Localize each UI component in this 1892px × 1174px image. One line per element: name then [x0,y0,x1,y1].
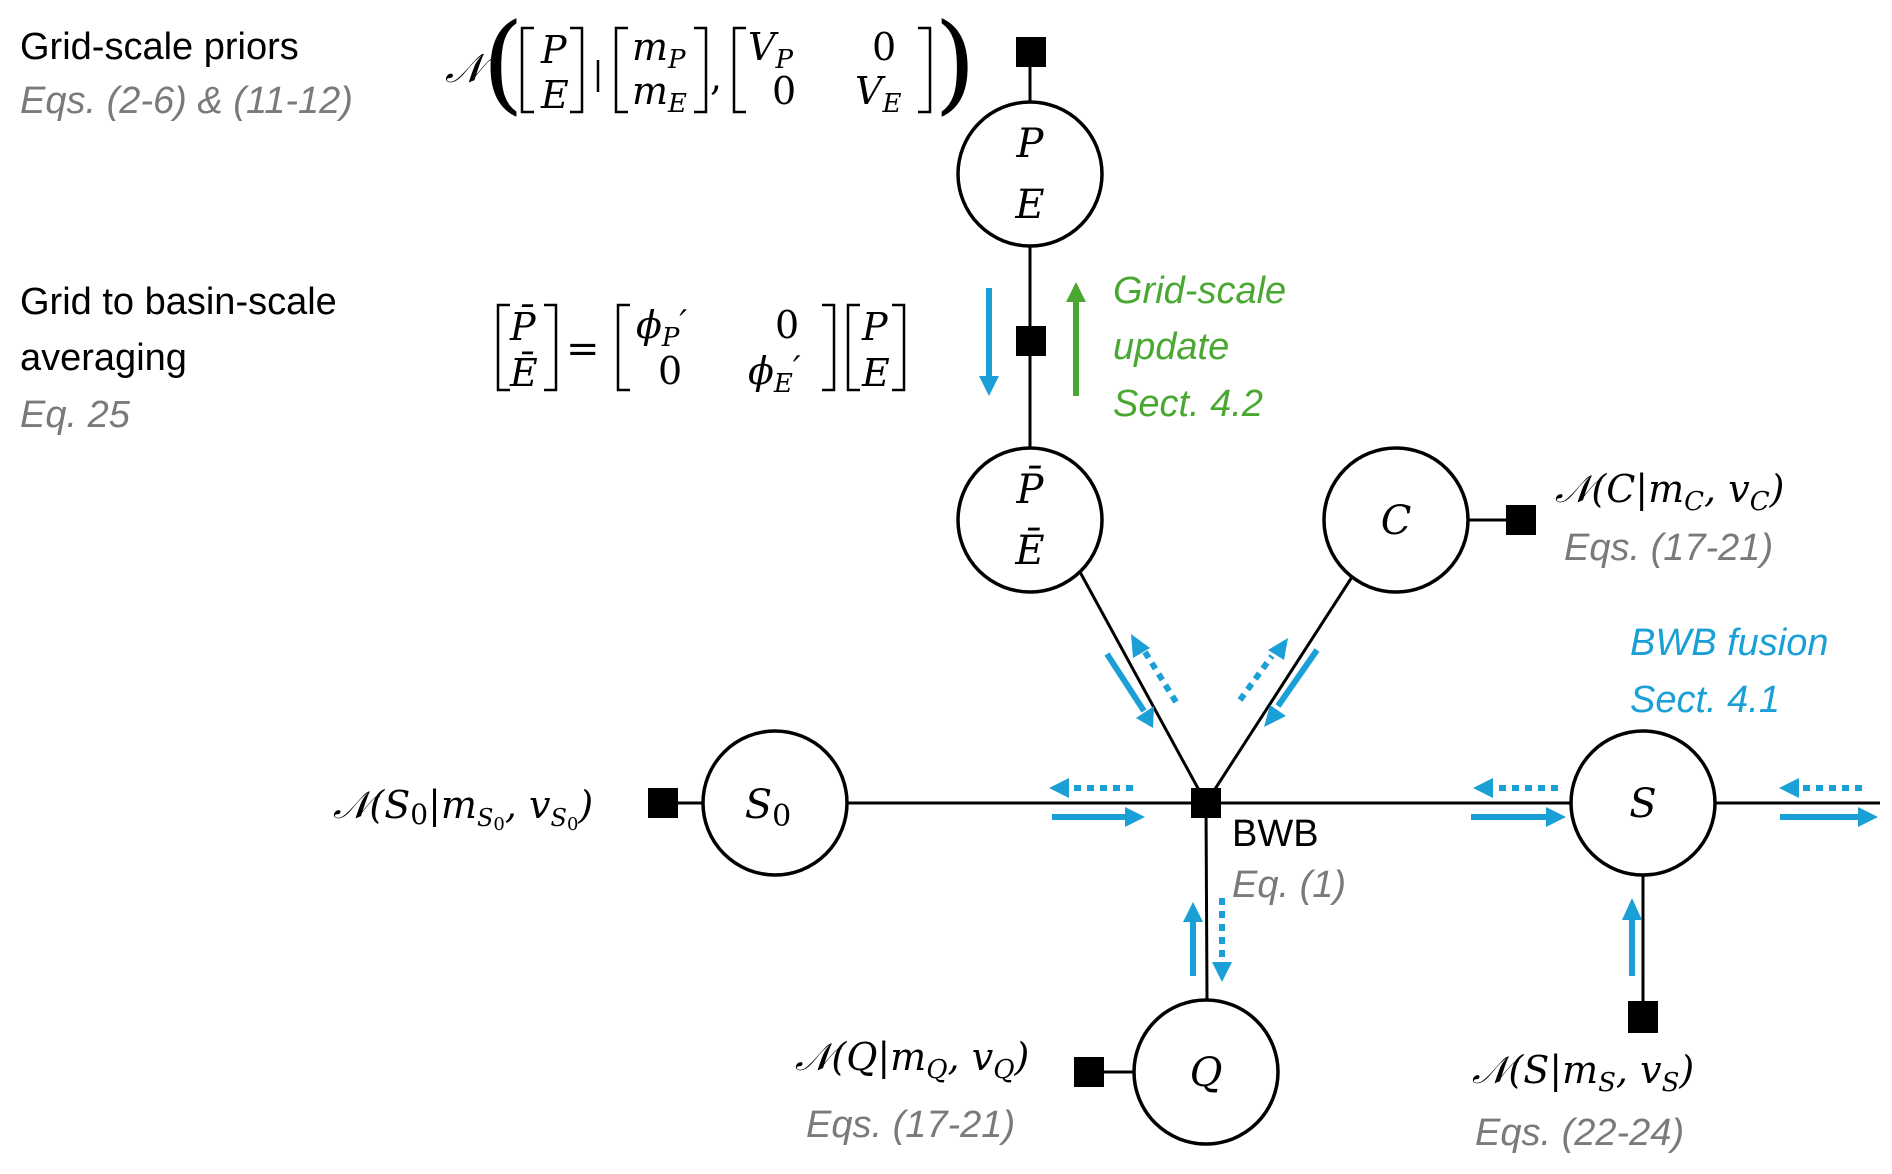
grid-update-line3: Sect. 4.2 [1113,383,1263,425]
prior-formula: 𝒩 ( P E mP mE , VP 0 0 VE ) [445,1,976,126]
message-arrow-next-to-s [1779,778,1862,798]
factor-q-eqs: Eqs. (17-21) [806,1104,1015,1146]
message-arrow-bwb-to-c [1237,638,1288,702]
node-c-label: C [1381,498,1412,544]
prior-cov-12: 0 [872,25,896,69]
factor-c-formula: 𝒩(C|mC, vC) [1555,467,1784,517]
factor-c[interactable] [1506,505,1536,535]
message-arrow-bwb-to-q [1212,898,1232,982]
message-arrow-bwb-to-s [1471,807,1566,827]
priors-title: Grid-scale priors [20,26,299,68]
factor-c-eqs: Eqs. (17-21) [1564,527,1773,569]
node-ebar-label: Ē [1014,528,1044,574]
priors-eqs: Eqs. (2-6) & (11-12) [20,80,353,122]
averaging-formula: P̄ Ē = ϕP′ 0 0 ϕE′ P E [496,303,906,399]
node-pbar-ebar[interactable]: P̄ Ē [956,446,1104,594]
message-arrow-bwb-to-s0 [1049,778,1133,798]
factor-averaging[interactable] [1016,326,1046,356]
avg-m12: 0 [775,303,799,347]
factor-s0[interactable] [648,788,678,818]
factor-s0-formula: 𝒩(S0|mS0, vS0) [333,783,593,835]
message-arrow-s0-to-bwb [1052,807,1145,827]
prior-paren-close: ) [934,1,976,126]
avg-m22: ϕE′ [748,349,801,399]
node-q[interactable]: Q [1132,998,1280,1146]
averaging-eq: Eq. 25 [20,394,131,436]
node-q-label: Q [1190,1050,1223,1096]
node-pe-label-e: E [1014,182,1044,228]
factor-prior-pe[interactable] [1016,37,1046,67]
factor-q-formula: 𝒩(Q|mQ, vQ) [795,1035,1029,1085]
avg-rhs-e: E [861,351,890,395]
edge-pbar-to-bwb [1078,571,1208,804]
avg-rhs-p: P [861,305,889,349]
grid-update-arrow-up [1066,282,1086,396]
message-arrow-down-pe [979,288,999,396]
node-pbar-label: P̄ [1016,466,1045,513]
prior-vec-p: P [540,28,568,72]
factor-s-formula: 𝒩(S|mS, vS) [1472,1048,1694,1098]
node-s[interactable]: S [1569,729,1717,877]
prior-mean-e: mE [632,69,687,119]
node-s0-label: S0 [745,782,792,834]
factor-s-eqs: Eqs. (22-24) [1475,1112,1684,1154]
bwb-eq: Eq. (1) [1232,864,1346,906]
edge-c-to-bwb [1204,576,1354,804]
grid-update-line2: update [1113,326,1229,368]
node-pe[interactable]: P E [956,100,1104,248]
message-arrow-q-to-bwb [1183,902,1203,976]
prior-cov-22: VE [855,69,901,119]
averaging-title-line2: averaging [20,337,187,379]
prior-mean-p: mP [632,25,686,75]
node-c[interactable]: C [1322,446,1470,594]
node-s-label: S [1629,781,1656,827]
node-s0[interactable]: S0 [701,729,849,877]
bwb-label: BWB [1232,813,1319,855]
message-arrow-s-to-bwb [1473,778,1558,798]
prior-cov-11: VP [748,25,793,75]
avg-m21: 0 [658,349,682,393]
grid-update-line1: Grid-scale [1113,270,1286,312]
message-arrow-s-to-next [1780,807,1878,827]
factor-bwb[interactable] [1191,788,1221,818]
factor-q[interactable] [1074,1057,1104,1087]
message-arrow-pbar-to-bwb [1104,652,1154,728]
prior-cov-21: 0 [772,69,796,113]
avg-lhs-pbar: P̄ [509,305,537,349]
node-pe-label-p: P [1016,121,1045,167]
bwb-fusion-line1: BWB fusion [1630,622,1829,664]
prior-paren-open: ( [482,1,524,126]
message-arrow-sfactor-to-s [1622,898,1642,976]
message-arrow-c-to-bwb [1264,648,1320,727]
prior-comma: , [710,55,722,99]
bwb-fusion-line2: Sect. 4.1 [1630,679,1780,721]
factor-s[interactable] [1628,1001,1658,1033]
edge-bwb-to-q [1204,802,1209,1001]
avg-m11: ϕP′ [636,303,687,353]
averaging-title-line1: Grid to basin-scale [20,281,337,323]
messages [979,282,1878,982]
message-arrow-bwb-to-pbar [1131,634,1179,704]
avg-lhs-ebar: Ē [509,351,538,395]
avg-equals: = [566,326,600,372]
prior-vec-e: E [540,73,569,117]
